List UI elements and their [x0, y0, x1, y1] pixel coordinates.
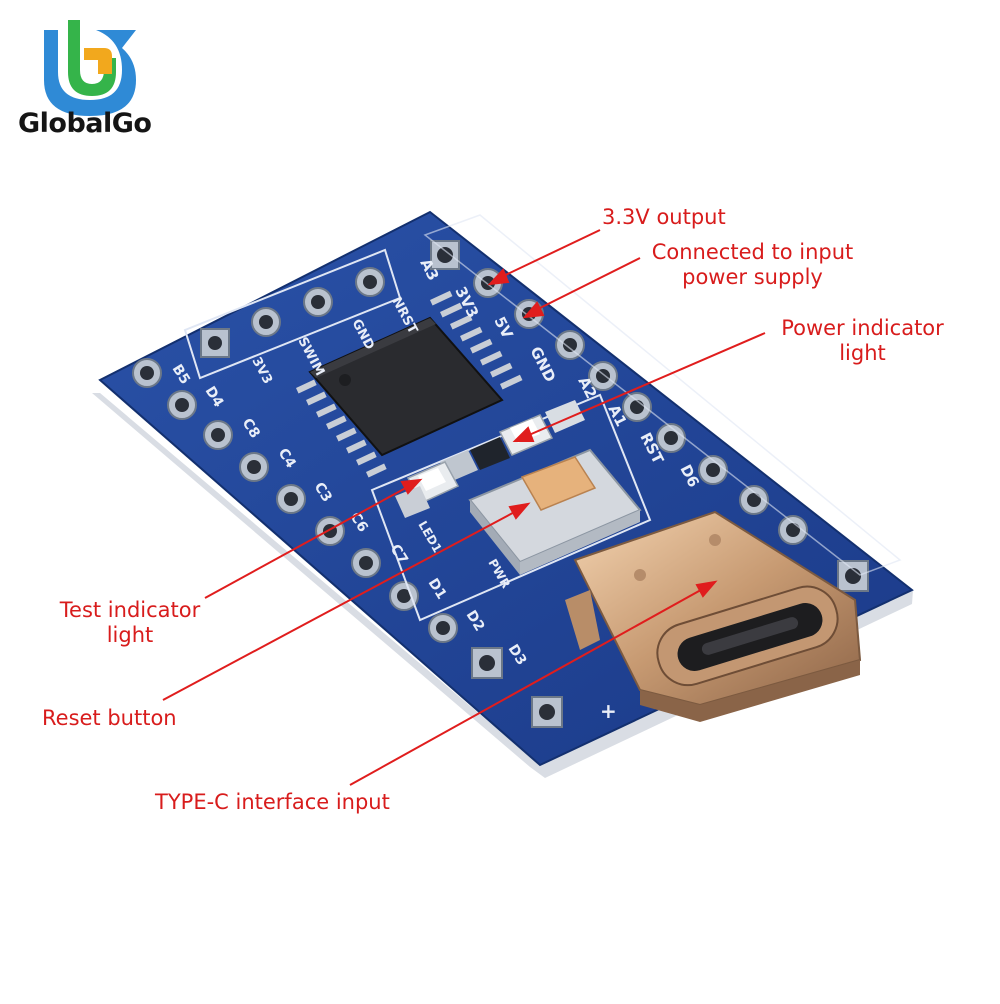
callout-power-led-line2: light: [839, 341, 886, 365]
reset-button: [468, 448, 642, 575]
top-header-pads: [200, 267, 385, 358]
plus-label: +: [600, 699, 617, 723]
callout-input-power-line2: power supply: [682, 265, 823, 289]
callout-test-led-line1: Test indicator: [59, 598, 201, 622]
microcontroller-chip: [295, 290, 523, 478]
brand-name: GlobalGo: [18, 108, 152, 139]
callout-input-power: Connected to input power supply: [635, 240, 870, 290]
callout-test-led-line2: light: [106, 623, 154, 647]
callout-typec-input: TYPE-C interface input: [155, 790, 390, 814]
callout-input-power-line1: Connected to input: [651, 240, 854, 264]
test-led: [395, 461, 460, 518]
globalgo-logo-icon: [44, 20, 136, 116]
callout-leader-lines: [162, 229, 766, 786]
callout-test-led: Test indicator light: [45, 598, 215, 648]
callout-reset-button: Reset button: [42, 706, 177, 730]
callout-power-led-line1: Power indicator: [781, 316, 944, 340]
usb-type-c-connector: [565, 510, 862, 722]
callout-3v3-output: 3.3V output: [602, 205, 726, 229]
callout-power-led: Power indicator light: [765, 316, 960, 366]
